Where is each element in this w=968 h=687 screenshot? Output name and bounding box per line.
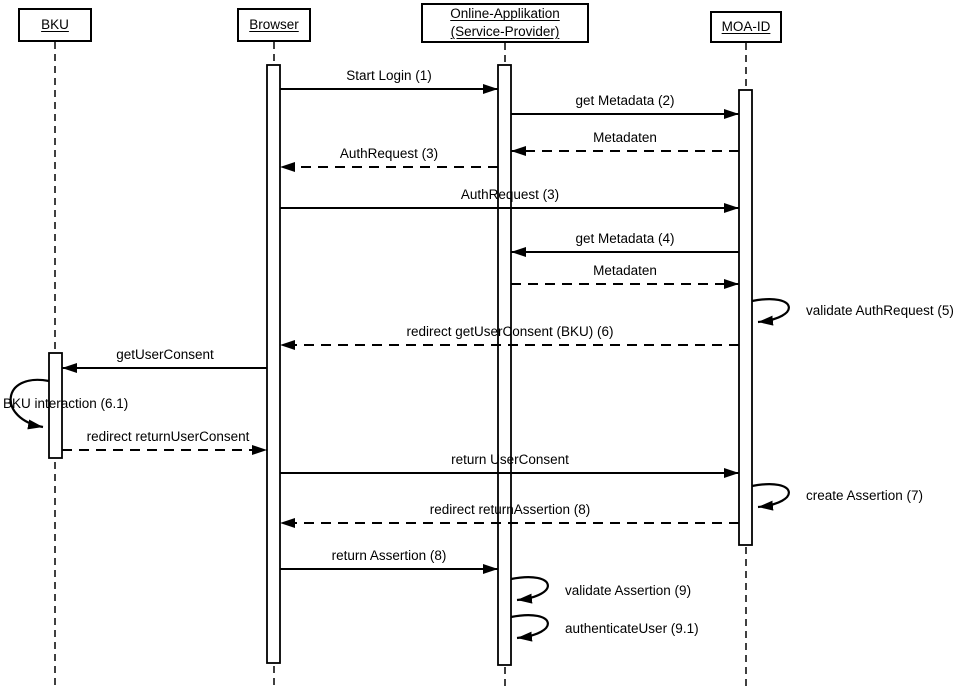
message-label-bku-interaction: BKU interaction (6.1) (3, 396, 129, 411)
loop-authenticateuser (510, 614, 549, 642)
message-label-redirect-returnassertion: redirect returnAssertion (8) (429, 502, 591, 517)
message-label-create-assertion: create Assertion (7) (806, 488, 924, 503)
actor-label-moa-id: MOA-ID (721, 19, 771, 35)
actor-label-online-applikation: Online-Applikation (Service-Provider) (450, 6, 560, 39)
actor-box-bku: BKU (18, 8, 92, 42)
loop-validate-assertion (510, 576, 549, 604)
message-label-start-login: Start Login (1) (346, 68, 432, 83)
message-label-authrequest-browser: AuthRequest (3) (339, 146, 439, 161)
message-label-get-metadata-4: get Metadata (4) (575, 231, 675, 246)
message-label-authenticateuser: authenticateUser (9.1) (565, 621, 699, 636)
activation-bar-bku (48, 352, 63, 459)
message-label-getuserconsent: getUserConsent (116, 347, 214, 362)
message-label-get-metadata-2: get Metadata (2) (575, 93, 675, 108)
actor-label-bku: BKU (41, 17, 69, 33)
activation-bar-browser (266, 64, 281, 664)
actor-box-online-applikation: Online-Applikation (Service-Provider) (421, 3, 589, 43)
message-label-return-assertion: return Assertion (8) (331, 548, 447, 563)
message-label-return-userconsent: return UserConsent (451, 452, 569, 467)
message-label-metadaten-2: Metadaten (593, 263, 657, 278)
actor-label-browser: Browser (249, 17, 299, 33)
loop-create-assertion (751, 483, 790, 511)
message-label-authrequest-moaid: AuthRequest (3) (460, 187, 560, 202)
message-label-validate-assertion: validate Assertion (9) (565, 583, 692, 598)
message-label-redirect-getuserconsent: redirect getUserConsent (BKU) (6) (406, 324, 614, 339)
message-label-metadaten-1: Metadaten (593, 130, 657, 145)
message-label-validate-authrequest: validate AuthRequest (5) (806, 303, 954, 318)
loop-bku-interaction (9, 378, 50, 430)
message-label-redirect-returnuserconsent: redirect returnUserConsent (86, 429, 250, 444)
actor-box-moa-id: MOA-ID (710, 11, 782, 43)
activation-bar-online-applikation (497, 64, 512, 666)
loop-validate-authrequest (751, 298, 790, 326)
activation-bar-moa-id (738, 89, 753, 546)
actor-box-browser: Browser (237, 8, 311, 42)
